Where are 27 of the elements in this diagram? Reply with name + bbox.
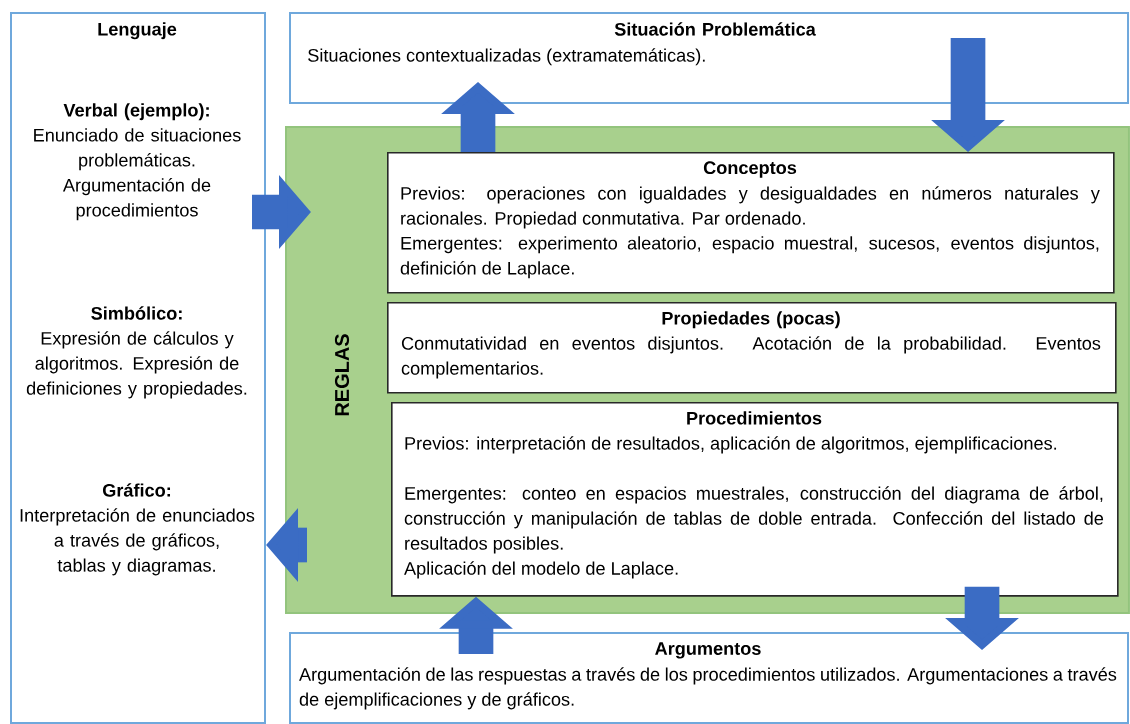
heading: Simbólico: bbox=[91, 306, 182, 320]
concepts-box bbox=[387, 152, 1115, 294]
arguments-box bbox=[289, 632, 1129, 724]
heading: Lenguaje bbox=[98, 22, 177, 40]
heading: Propiedades (pocas) bbox=[662, 311, 840, 329]
body-text: Interpretación de enunciados a través de gráficos, tablas y diagramas. bbox=[20, 508, 255, 576]
body-text: Emergentes: experimento aleatorio, espacio muestral, sucesos, eventos disjuntos, definición de Laplace. bbox=[400, 236, 1099, 279]
body-text: Conmutatividad en eventos disjuntos. Acotación de la probabilidad. Eventos complementarios. bbox=[401, 336, 1101, 379]
body-text: Expresión de cálculos y algoritmos. Expresión de definiciones y propiedades. bbox=[26, 331, 247, 399]
heading: Situación Problemática bbox=[614, 22, 816, 36]
body-text: Emergentes: conteo en espacios muestrales, construcción del diagrama de árbol, construcción y manipulación de tablas de doble entrada. Confección del listado de resultados posibles. bbox=[404, 486, 1104, 554]
heading: Verbal (ejemplo): bbox=[63, 103, 209, 121]
body-text: Situaciones contextualizadas (extramatemáticas). bbox=[308, 48, 705, 66]
vertical-label: REGLAS bbox=[334, 334, 350, 416]
body-text: Previos: operaciones con igualdades y desigualdades en números naturales y racionales. Propiedad conmutativa. Par ordenado. bbox=[401, 186, 1100, 229]
body-text: Enunciado de situaciones problemáticas. Argumentación de procedimientos bbox=[34, 128, 241, 221]
body-text: Argumentación de las respuestas a través de los procedimientos utilizados. Argumentaciones a través de ejemplificaciones y de gráficos. bbox=[299, 667, 1117, 710]
heading: Procedimientos bbox=[687, 411, 822, 425]
language-column bbox=[10, 12, 266, 724]
situation-box bbox=[289, 12, 1129, 104]
body-text: Aplicación del modelo de Laplace. bbox=[404, 561, 678, 579]
properties-box bbox=[387, 302, 1117, 394]
heading: Conceptos bbox=[703, 161, 797, 178]
heading: Gráfico: bbox=[103, 483, 170, 497]
heading: Argumentos bbox=[655, 642, 761, 659]
procedures-box bbox=[391, 402, 1119, 597]
body-text: Previos: interpretación de resultados, aplicación de algoritmos, ejemplificaciones. bbox=[405, 436, 1057, 454]
